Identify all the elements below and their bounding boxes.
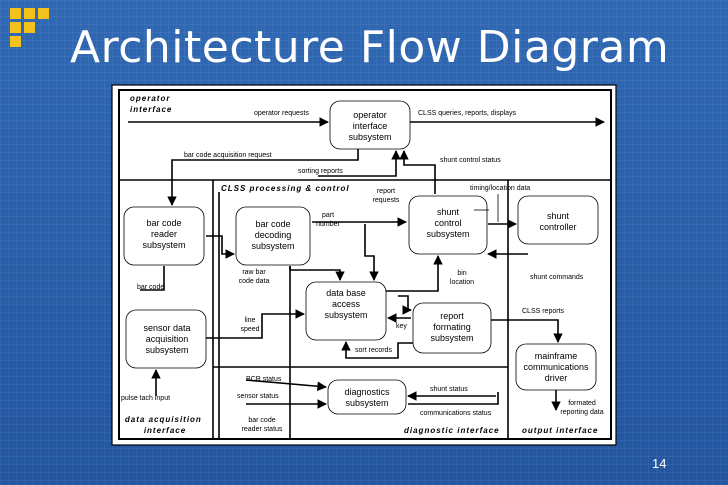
region-diagnostic-interface: diagnostic interface: [404, 426, 500, 435]
region-data-acquisition: data acquisition interface: [125, 415, 205, 435]
region-processing-control: CLSS processing & control: [221, 184, 350, 193]
svg-text:sort records: sort records: [355, 347, 392, 354]
svg-text:shunt commands: shunt commands: [530, 274, 584, 281]
svg-text:sensor status: sensor status: [237, 393, 279, 400]
svg-text:timing/location data: timing/location data: [470, 185, 530, 192]
page-number: 14: [652, 456, 667, 471]
flow-connectors: [128, 117, 605, 438]
svg-text:CLSS reports: CLSS reports: [522, 308, 565, 315]
svg-text:sorting reports: sorting reports: [298, 168, 343, 175]
region-operator-interface: operator interface: [130, 94, 174, 114]
svg-text:pulse tach input: pulse tach input: [121, 395, 170, 402]
svg-text:CLSS queries, reports, display: CLSS queries, reports, displays: [418, 110, 517, 117]
svg-text:bar code: bar code: [137, 284, 164, 291]
svg-text:BCR status: BCR status: [246, 376, 282, 383]
diagram-inner-frame: [118, 89, 612, 440]
svg-text:shunt control status: shunt control status: [440, 157, 501, 164]
svg-text:shunt status: shunt status: [430, 386, 468, 393]
slide-title: Architecture Flow Diagram: [70, 22, 670, 73]
svg-text:key: key: [396, 323, 407, 330]
flow-labels: operator requests CLSS queries, reports,…: [121, 110, 604, 433]
svg-text:bar code acquisition request: bar code acquisition request: [184, 152, 272, 159]
svg-text:operator requests: operator requests: [254, 110, 309, 117]
svg-text:communications status: communications status: [420, 410, 492, 417]
slide-logo: [10, 8, 50, 48]
region-output-interface: output interface: [522, 426, 598, 435]
